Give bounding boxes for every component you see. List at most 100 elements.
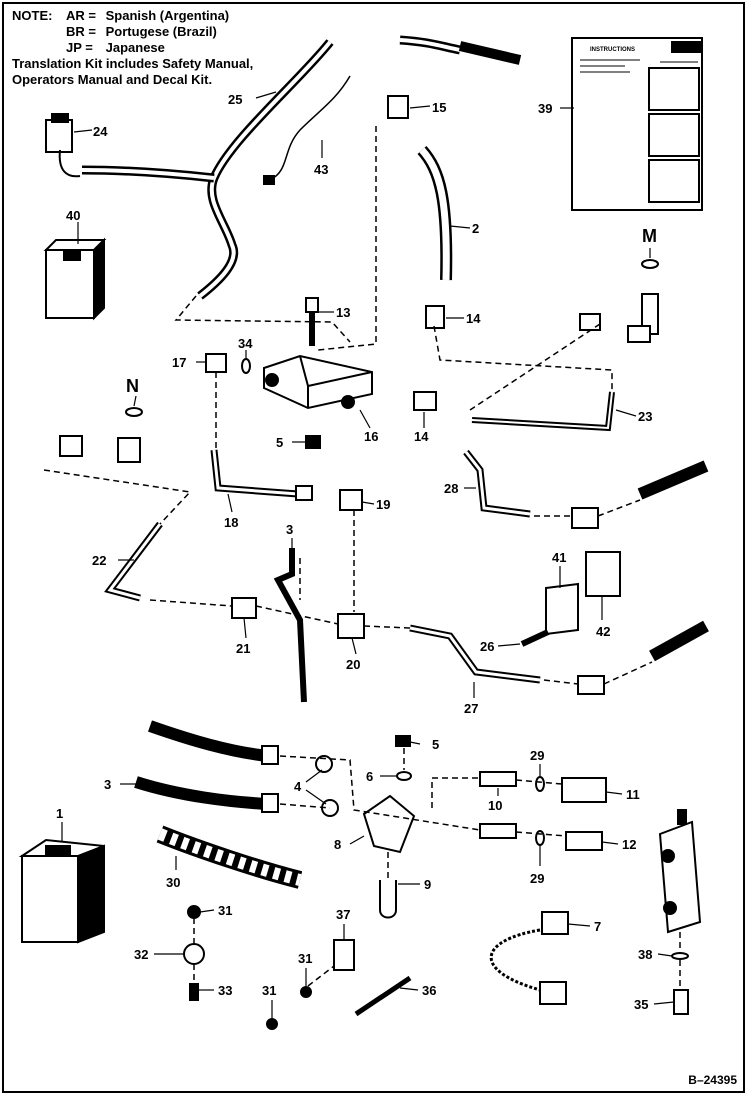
- callout-32: 32: [134, 947, 148, 962]
- callout-37: 37: [336, 907, 350, 922]
- fitting-m: [579, 259, 659, 343]
- callout-43: 43: [314, 162, 328, 177]
- callout-36: 36: [422, 983, 436, 998]
- callout-3-lower: 3: [104, 777, 111, 792]
- callout-22: 22: [92, 553, 106, 568]
- callout-42: 42: [596, 624, 610, 639]
- callout-29-upper: 29: [530, 748, 544, 763]
- callout-8: 8: [334, 837, 341, 852]
- callout-39: 39: [538, 101, 552, 116]
- callout-24: 24: [93, 124, 108, 139]
- callout-41: 41: [552, 550, 566, 565]
- note-code-jp: JP =: [66, 40, 93, 55]
- note-prefix: NOTE:: [12, 8, 53, 23]
- callout-26: 26: [480, 639, 494, 654]
- callout-16: 16: [364, 429, 378, 444]
- bolt-13: [305, 297, 319, 313]
- block-42: [585, 551, 621, 597]
- tee-21: [231, 597, 257, 619]
- plate-41: [545, 582, 579, 636]
- instructions-sheet: INSTRUCTIONS: [571, 37, 703, 211]
- tube-3-upper: [273, 548, 307, 703]
- tee-19: [339, 489, 363, 511]
- note-row-ar: NOTE:AR = Spanish (Argentina): [12, 8, 253, 24]
- note-lang-jp: Japanese: [105, 40, 165, 55]
- oring-29-upper: [535, 776, 545, 792]
- caps-7: [489, 911, 569, 1005]
- box-40: [43, 237, 107, 321]
- callout-labels: 25 24 43 15 2 39 40 M 13 14 17 34 N 5 16…: [56, 92, 657, 1012]
- bolt-26: [520, 629, 550, 647]
- callout-38: 38: [638, 947, 652, 962]
- callout-17: 17: [172, 355, 186, 370]
- note-code-ar: AR =: [66, 8, 96, 23]
- coupler-10-upper: [479, 771, 517, 787]
- callout-35: 35: [634, 997, 648, 1012]
- callout-31-mid: 31: [298, 951, 312, 966]
- ubolt-9: [379, 880, 397, 919]
- callout-7: 7: [594, 919, 601, 934]
- nut-5-lower: [395, 735, 411, 747]
- coupler-10-lower: [479, 823, 517, 839]
- valve: [658, 809, 702, 934]
- note-kit-line1: Translation Kit includes Safety Manual,: [12, 56, 254, 71]
- callout-6: 6: [366, 769, 373, 784]
- callout-14-lower: 14: [414, 429, 429, 444]
- tube-28: [463, 449, 531, 518]
- callout-11: 11: [626, 787, 640, 802]
- nut-4-upper: [315, 755, 333, 773]
- bracket-8: [362, 794, 416, 854]
- nut-31-mid: [300, 986, 312, 998]
- switch-24: [45, 113, 81, 178]
- callout-31-low: 31: [262, 983, 276, 998]
- callout-29-lower: 29: [530, 871, 544, 886]
- coupler-12: [565, 831, 603, 851]
- nut-31-left: [187, 905, 201, 919]
- callout-14-upper: 14: [466, 311, 481, 326]
- callout-n: N: [126, 376, 139, 396]
- wire-43: [269, 75, 351, 181]
- elbow-15: [387, 95, 409, 119]
- callout-13: 13: [336, 305, 350, 320]
- callout-40: 40: [66, 208, 80, 223]
- callout-10: 10: [488, 798, 502, 813]
- callout-23: 23: [638, 409, 652, 424]
- callout-20: 20: [346, 657, 360, 672]
- callout-27: 27: [464, 701, 478, 716]
- hose-3-lower-a: [148, 720, 269, 762]
- callout-1: 1: [56, 806, 63, 821]
- callout-19: 19: [376, 497, 390, 512]
- note-row-jp: JP = Japanese: [12, 40, 253, 56]
- instructions-heading: INSTRUCTIONS: [590, 47, 635, 53]
- elbow-14-upper: [425, 305, 445, 329]
- nut-31-low: [266, 1018, 278, 1030]
- nut-5-upper: [305, 435, 321, 449]
- leader-lines: [61, 91, 675, 1018]
- manifold-16: [263, 354, 373, 410]
- callout-21: 21: [236, 641, 250, 656]
- callout-4: 4: [294, 779, 302, 794]
- oring-29-lower: [535, 830, 545, 846]
- fitting-35: [673, 989, 689, 1015]
- elbow-14-lower: [413, 391, 437, 411]
- fitting-17: [205, 353, 227, 373]
- translation-note: NOTE:AR = Spanish (Argentina) BR = Portu…: [12, 8, 253, 88]
- callout-34: 34: [238, 336, 253, 351]
- routing-lines: [43, 126, 681, 990]
- oring-38: [671, 952, 689, 960]
- callout-2: 2: [472, 221, 479, 236]
- clamp-32: [183, 943, 205, 965]
- box-1: [18, 838, 105, 944]
- callout-9: 9: [424, 877, 431, 892]
- callout-30: 30: [166, 875, 180, 890]
- callout-31-left: 31: [218, 903, 232, 918]
- oring-34: [241, 358, 251, 374]
- note-kit-line2: Operators Manual and Decal Kit.: [12, 72, 213, 87]
- fitting-n: [59, 407, 143, 463]
- tube-23: [471, 391, 615, 432]
- cross-20: [337, 613, 365, 639]
- callout-5-lower: 5: [432, 737, 439, 752]
- coupler-11: [561, 777, 607, 803]
